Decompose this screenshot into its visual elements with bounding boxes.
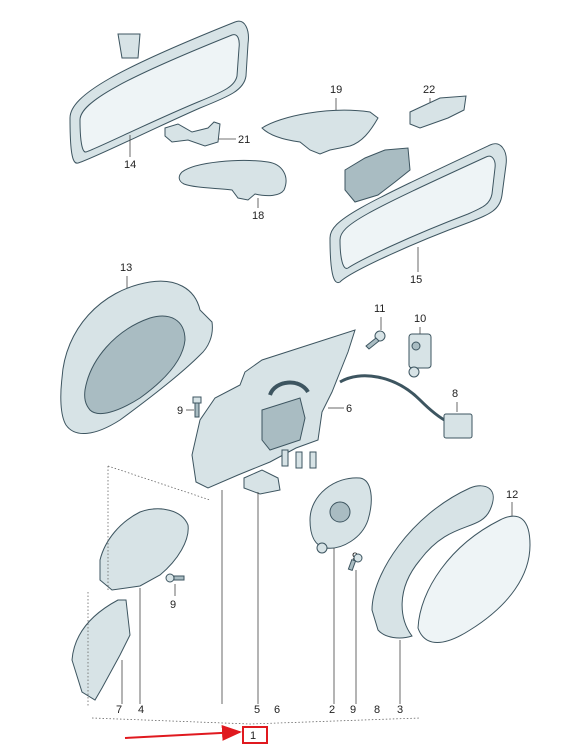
part-14-interior-mirror [69,20,249,164]
part-12-mirror-glass [417,515,531,643]
part-5-pad [243,469,281,495]
part-15-interior-mirror [329,143,507,284]
part-2-motor [309,477,372,554]
highlight-box [242,726,268,744]
label-12: 12 [506,489,518,501]
dotted-guide-2 [107,465,211,501]
part-10-clip [408,333,432,378]
label-3: 3 [397,704,403,716]
part-9-screw-left [192,396,202,418]
label-8: 8 [452,388,458,400]
label-21: 21 [238,134,250,146]
label-19: 19 [330,84,342,96]
label-4: 4 [138,704,144,716]
label-6b: 6 [274,704,280,716]
label-10: 10 [414,313,426,325]
part-8-wiring-harness [339,374,473,439]
part-18-cover [178,160,287,201]
label-15: 15 [410,274,422,286]
part-21-clip [164,121,221,147]
label-13: 13 [120,262,132,274]
part-19-cover [261,109,379,155]
part-9-screw-right [347,553,363,572]
part-11-screw [365,330,386,350]
red-arrow [124,724,242,741]
label-14: 14 [124,159,136,171]
label-9a: 9 [177,405,183,417]
label-9-bottom: 9 [350,704,356,716]
label-1: 1 [250,730,256,742]
label-7: 7 [116,704,122,716]
label-22: 22 [423,84,435,96]
part-3-frame [371,485,494,639]
label-18: 18 [252,210,264,222]
label-5: 5 [254,704,260,716]
label-2: 2 [329,704,335,716]
label-9c: 9 [170,599,176,611]
part-7-lower-cover [71,599,131,701]
label-11: 11 [374,303,385,315]
assembly-bracket [91,717,421,725]
part-6-mirror-base [191,329,356,489]
part-9-screw-bottom [165,573,185,583]
part-4-cover [99,508,189,591]
part-22-bracket [409,95,467,129]
label-6: 6 [346,403,352,415]
label-8b: 8 [374,704,380,716]
part-13-mirror-housing [60,280,213,435]
